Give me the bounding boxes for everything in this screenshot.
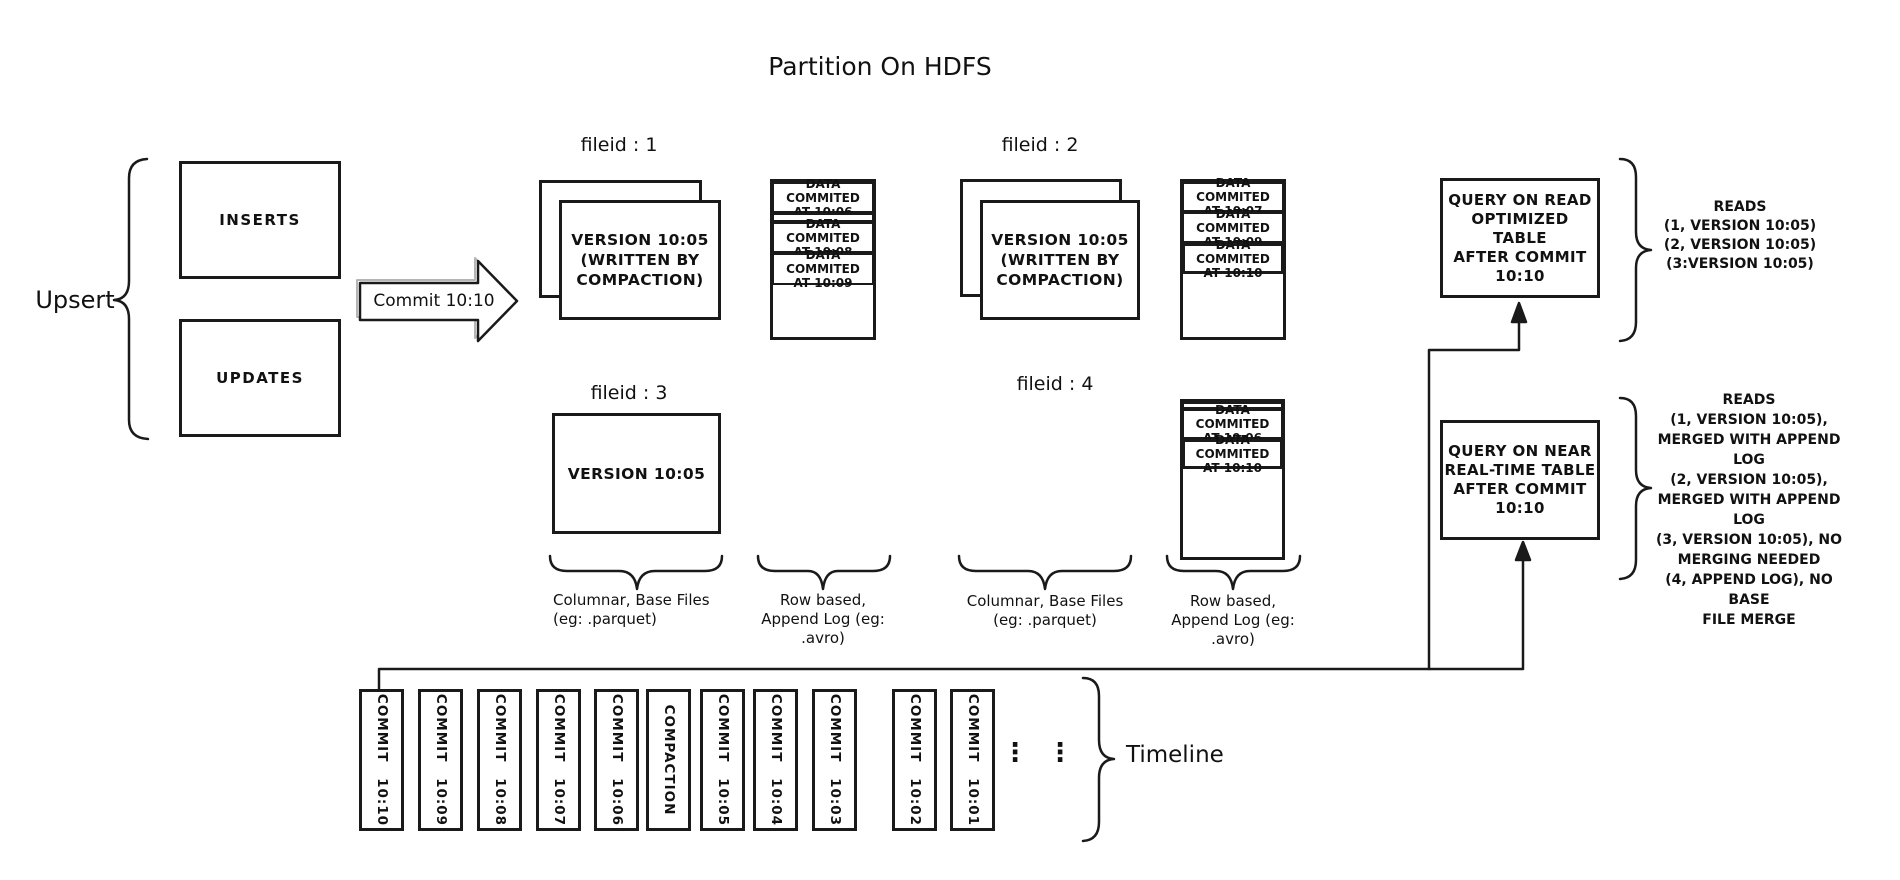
page-title: Partition On HDFS	[768, 52, 992, 81]
query-near-real-time-box: QUERY ON NEAR REAL-TIME TABLE AFTER COMM…	[1440, 420, 1600, 540]
fileid-3-base-file: VERSION 10:05	[552, 413, 721, 534]
timeline-commit-label: COMMIT 10:10	[373, 693, 390, 827]
timeline-commit-10-06: COMMIT 10:06	[594, 689, 639, 831]
timeline-commit-label: COMMIT 10:04	[767, 693, 784, 827]
timeline-commit-10-07: COMMIT 10:07	[536, 689, 581, 831]
query-read-optimized-box: QUERY ON READ OPTIMIZED TABLE AFTER COMM…	[1440, 178, 1600, 298]
timeline-label: Timeline	[1126, 742, 1224, 768]
timeline-compaction-label: COMPACTION	[660, 704, 677, 816]
fileid-4-append-log: DATA COMMITED AT 10:06 DATA COMMITED AT …	[1180, 399, 1285, 560]
fileid-1-base-file: VERSION 10:05 (WRITTEN BY COMPACTION)	[559, 200, 721, 320]
brace-reads-bottom	[1618, 396, 1653, 581]
timeline-commit-label: COMMIT 10:01	[964, 693, 981, 827]
log-entry: DATA COMMITED AT 10:10	[1182, 238, 1284, 280]
fileid-3-label: fileid : 3	[590, 382, 668, 404]
timeline-commit-label: COMMIT 10:05	[714, 693, 731, 827]
fileid-1-label: fileid : 1	[580, 134, 658, 156]
arrowhead-read-optimized	[1510, 301, 1528, 324]
timeline-commit-10-02: COMMIT 10:02	[892, 689, 937, 831]
upsert-label: Upsert	[35, 286, 115, 314]
inserts-box-label: INSERTS	[219, 211, 301, 229]
timeline-to-queries-line	[377, 556, 1525, 691]
updates-box: UPDATES	[179, 319, 341, 437]
fileid-4-label: fileid : 4	[1016, 373, 1094, 395]
fileid-3-base-file-label: VERSION 10:05	[567, 464, 706, 483]
near-real-time-reads-text: READS (1, VERSION 10:05), MERGED WITH AP…	[1655, 392, 1843, 628]
log-entry: DATA COMMITED AT 10:08	[772, 217, 874, 259]
query-read-optimized-label: QUERY ON READ OPTIMIZED TABLE AFTER COMM…	[1448, 190, 1592, 285]
brace-rowbased-left	[756, 554, 892, 591]
query-near-real-time-label: QUERY ON NEAR REAL-TIME TABLE AFTER COMM…	[1444, 442, 1596, 517]
brace-reads-top	[1618, 157, 1653, 343]
columnar-base-files-caption: Columnar, Base Files (eg: .parquet)	[553, 591, 710, 628]
timeline-commit-10-04: COMMIT 10:04	[753, 689, 798, 831]
branch-to-read-optimized-line	[1427, 318, 1521, 671]
fileid-2-base-file-label: VERSION 10:05 (WRITTEN BY COMPACTION)	[991, 231, 1129, 289]
inserts-box: INSERTS	[179, 161, 341, 279]
fileid-2-append-log: DATA COMMITED AT 10:07 DATA COMMITED AT …	[1180, 176, 1286, 340]
commit-arrow	[358, 259, 519, 343]
log-entry: DATA COMMITED AT 10:06	[772, 177, 874, 219]
brace-timeline	[1081, 676, 1116, 843]
timeline-commit-label: COMMIT 10:09	[432, 693, 449, 827]
brace-columnar-left	[548, 554, 724, 591]
columnar-base-files-caption: Columnar, Base Files (eg: .parquet)	[966, 592, 1124, 629]
timeline-commit-10-03: COMMIT 10:03	[812, 689, 857, 831]
timeline-commit-10-05: COMMIT 10:05	[700, 689, 745, 831]
log-gap	[772, 213, 874, 222]
timeline-commit-label: COMMIT 10:07	[550, 693, 567, 827]
row-based-append-log-caption: Row based, Append Log (eg: .avro)	[1171, 592, 1295, 648]
fileid-1-base-file-label: VERSION 10:05 (WRITTEN BY COMPACTION)	[571, 231, 709, 289]
arrowhead-near-real-time	[1514, 540, 1532, 562]
row-based-append-log-caption: Row based, Append Log (eg: .avro)	[761, 591, 885, 647]
timeline-ellipsis: ⋮	[1047, 738, 1073, 768]
log-gap	[1182, 402, 1283, 409]
timeline-compaction: COMPACTION	[646, 689, 691, 831]
timeline-commit-label: COMMIT 10:06	[608, 693, 625, 827]
fileid-2-base-file: VERSION 10:05 (WRITTEN BY COMPACTION)	[980, 200, 1140, 320]
brace-columnar-right	[957, 554, 1133, 591]
timeline-commit-10-10: COMMIT 10:10	[359, 689, 404, 831]
fileid-1-append-log: DATA COMMITED AT 10:06 DATA COMMITED AT …	[770, 177, 876, 340]
timeline-commit-label: COMMIT 10:02	[906, 693, 923, 827]
timeline-commit-10-08: COMMIT 10:08	[477, 689, 522, 831]
timeline-commit-label: COMMIT 10:03	[826, 693, 843, 827]
fileid-2-label: fileid : 2	[1001, 134, 1079, 156]
read-optimized-reads-text: READS (1, VERSION 10:05) (2, VERSION 10:…	[1663, 199, 1817, 272]
log-entry: DATA COMMITED AT 10:09	[772, 248, 874, 290]
timeline-commit-label: COMMIT 10:08	[491, 693, 508, 827]
upsert-brace	[112, 157, 150, 441]
commit-arrow-label: Commit 10:10	[373, 291, 495, 311]
log-entry: DATA COMMITED AT 10:10	[1182, 433, 1283, 475]
updates-box-label: UPDATES	[216, 369, 304, 387]
brace-rowbased-right	[1165, 554, 1302, 591]
timeline-commit-10-01: COMMIT 10:01	[950, 689, 995, 831]
timeline-ellipsis: ⋮	[1002, 738, 1028, 768]
timeline-commit-10-09: COMMIT 10:09	[418, 689, 463, 831]
